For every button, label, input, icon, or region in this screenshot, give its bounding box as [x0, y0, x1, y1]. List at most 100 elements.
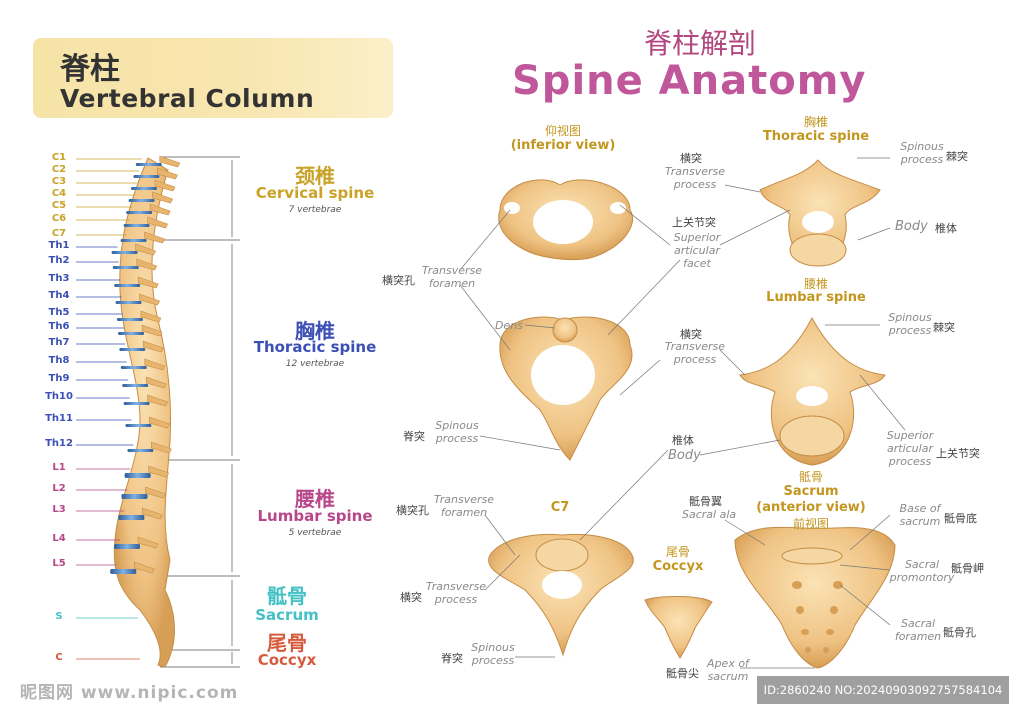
vertebra-label-l3: L3: [52, 504, 66, 515]
leader-lines: [459, 157, 906, 669]
thoracic-vertebra: [759, 159, 881, 267]
spine-lateral: [110, 155, 181, 668]
vertebra-label-l1: L1: [52, 462, 66, 473]
coccyx-label-cn: 尾骨: [267, 631, 307, 655]
spinous-process-en-a: Spinous process: [435, 419, 479, 445]
spinous-process-en-l: Spinous process: [888, 311, 932, 337]
vertebra-label-th1: Th1: [48, 240, 70, 251]
transverse-process-en-3: Transverse process: [425, 580, 487, 606]
intervertebral-disc: [112, 266, 139, 269]
transverse-process-en-1: Transverse process: [664, 165, 726, 191]
spinous-process-mark: [147, 394, 169, 407]
transverse-foramen-en-1: Transverse foramen: [421, 264, 483, 290]
vertebra-label-th6: Th6: [48, 321, 70, 332]
intervertebral-disc: [122, 384, 149, 387]
body-en-l: Body: [668, 448, 701, 463]
spinous-process-mark: [139, 293, 160, 306]
vertebra-label-l5: L5: [52, 558, 66, 569]
superior-articular-facet-cn: 上关节突: [672, 216, 716, 229]
sacral-promontory-cn: 骶骨岬: [951, 562, 984, 575]
vertebra-label-th12: Th12: [45, 438, 73, 449]
vertebra-label-th5: Th5: [48, 307, 70, 318]
vertebra-label-l4: L4: [52, 533, 66, 544]
intervertebral-disc: [120, 366, 147, 369]
spinous-process-cn-a: 脊突: [403, 430, 425, 443]
thoracic-view-en: Thoracic spine: [762, 129, 870, 144]
sacrum-view-cn2: 前视图: [792, 517, 829, 531]
title-banner: [33, 38, 393, 118]
vertebra-label-coccyx: C: [55, 652, 63, 663]
superior-articular-process-cn: 上关节突: [936, 447, 980, 460]
vertebra-label-c5: C5: [51, 200, 67, 211]
spinous-process-mark: [142, 507, 163, 520]
superior-articular-facet-en: Superior articular facet: [673, 231, 721, 270]
thoracic-label-en: Thoracic spine: [253, 338, 377, 356]
sacral-promontory-en: Sacral promontory: [889, 558, 955, 584]
lumbar-vertebra: [739, 316, 886, 466]
superior-articular-process-en: Superior articular process: [886, 429, 934, 468]
sacrum-label-en: Sacrum: [255, 606, 319, 624]
transverse-process-en-2: Transverse process: [664, 340, 726, 366]
spinous-process-mark: [145, 486, 166, 499]
vertebra-label-th4: Th4: [48, 290, 70, 301]
image-id: ID:2860240 NO:20240903092757584104: [757, 676, 1009, 704]
intervertebral-disc: [135, 163, 162, 166]
sacrum-bone: [734, 526, 896, 669]
spinous-process-mark: [140, 310, 162, 323]
coccyx-label-en: Coccyx: [257, 651, 317, 669]
vertebra-label-th2: Th2: [48, 255, 70, 266]
intervertebral-disc: [114, 284, 141, 287]
vertebra-label-th10: Th10: [45, 391, 73, 402]
cervical-count: 7 vertebrae: [288, 205, 342, 215]
coccyx-view-en: Coccyx: [652, 559, 704, 574]
vertebra-label-c1: C1: [51, 152, 67, 163]
axis-vertebra: [499, 316, 633, 461]
intervertebral-disc: [124, 473, 151, 478]
lumbar-count: 5 vertebrae: [288, 528, 342, 538]
watermark: 昵图网 www.nipic.com: [20, 683, 239, 703]
coccyx-bone: [644, 595, 713, 659]
intervertebral-disc: [125, 424, 152, 427]
transverse-foramen-cn-1: 横突孔: [382, 274, 415, 287]
spinous-process-mark: [151, 441, 172, 454]
transverse-process-cn-2: 横突: [680, 328, 702, 341]
apex-sacrum-cn: 骶骨尖: [666, 667, 699, 680]
spinous-process-mark: [137, 536, 159, 549]
spinous-process-mark: [145, 376, 167, 389]
intervertebral-disc: [115, 301, 142, 304]
main-title-en: Spine Anatomy: [512, 58, 867, 104]
vertebra-label-c3: C3: [51, 176, 67, 187]
sacral-foramen-en: Sacral foramen: [894, 617, 942, 643]
base-sacrum-en: Base of sacrum: [899, 502, 941, 528]
sacrum-view-en: Sacrum: [783, 484, 839, 499]
spinous-process-mark: [149, 416, 170, 429]
vertebra-label-th8: Th8: [48, 355, 70, 366]
spinous-process-cn-t: 棘突: [946, 150, 968, 163]
body-cn-l: 椎体: [672, 434, 694, 447]
vertebra-label-c2: C2: [51, 164, 67, 175]
spinous-process-mark: [137, 276, 159, 289]
spinous-process-en-t: Spinous process: [900, 140, 944, 166]
spinous-process-mark: [133, 561, 155, 574]
intervertebral-disc: [121, 494, 148, 499]
intervertebral-disc: [116, 318, 143, 321]
sacral-ala-cn: 骶骨翼: [689, 495, 722, 508]
dens-en: Dens: [495, 319, 523, 332]
body-en-t: Body: [895, 219, 928, 234]
transverse-foramen-en-2: Transverse foramen: [433, 493, 495, 519]
spinous-process-mark: [141, 324, 163, 337]
cervical-label-cn: 颈椎: [295, 164, 335, 188]
c7-title: C7: [550, 500, 570, 515]
sacrum-label-cn: 骶骨: [267, 584, 307, 608]
inferior-view-cn: 仰视图: [544, 124, 581, 138]
spinous-process-mark: [135, 243, 156, 256]
transverse-process-cn-3: 横突: [400, 591, 422, 604]
spinous-process-mark: [144, 231, 166, 244]
coccyx-view-cn: 尾骨: [665, 545, 690, 559]
spinous-process-mark: [136, 258, 158, 271]
spinous-process-cn-l: 棘突: [933, 321, 955, 334]
spinous-process-mark: [143, 340, 164, 353]
cervical-label-en: Cervical spine: [255, 184, 375, 202]
base-sacrum-cn: 骶骨底: [944, 512, 977, 525]
sacral-foramen-cn: 骶骨孔: [943, 626, 976, 639]
